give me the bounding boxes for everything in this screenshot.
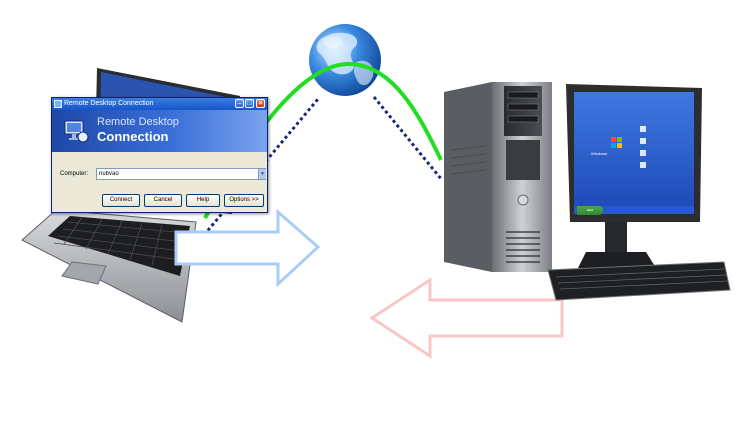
rdc-banner-title-line1: Remote Desktop	[97, 116, 179, 128]
incoming-arrow	[369, 277, 564, 359]
windows-logo-icon	[611, 137, 622, 148]
chevron-down-icon[interactable]: ▼	[258, 169, 266, 179]
connect-button[interactable]: Connect	[102, 194, 140, 207]
xp-start-button: start	[577, 206, 603, 215]
rdc-window-title: Remote Desktop Connection	[64, 100, 154, 107]
outgoing-arrow	[174, 208, 321, 288]
power-button-icon	[517, 194, 529, 206]
cancel-button[interactable]: Cancel	[144, 194, 182, 207]
maximize-icon[interactable]: □	[245, 99, 254, 108]
computer-label: Computer:	[60, 171, 89, 177]
rdc-app-icon	[54, 100, 62, 108]
rdc-banner: Remote Desktop Connection	[52, 110, 267, 152]
help-button[interactable]: Help	[186, 194, 220, 207]
desktop-tower	[444, 82, 552, 272]
xp-os-label: Windows	[591, 151, 608, 156]
rdc-titlebar[interactable]: Remote Desktop Connection – □ ×	[52, 98, 267, 110]
options-button[interactable]: Options >>	[224, 194, 264, 207]
internet-globe-icon	[309, 24, 381, 96]
minimize-icon[interactable]: –	[235, 99, 244, 108]
close-icon[interactable]: ×	[256, 99, 265, 108]
laptop-keyboard	[53, 216, 187, 266]
desktop-monitor	[547, 84, 731, 301]
rdc-dialog: Remote Desktop Connection – □ × Remote D…	[51, 97, 268, 213]
remote-desktop-logo-icon	[64, 120, 89, 143]
computer-input[interactable]	[96, 168, 266, 180]
rdc-banner-title-line2: Connection	[97, 129, 169, 144]
